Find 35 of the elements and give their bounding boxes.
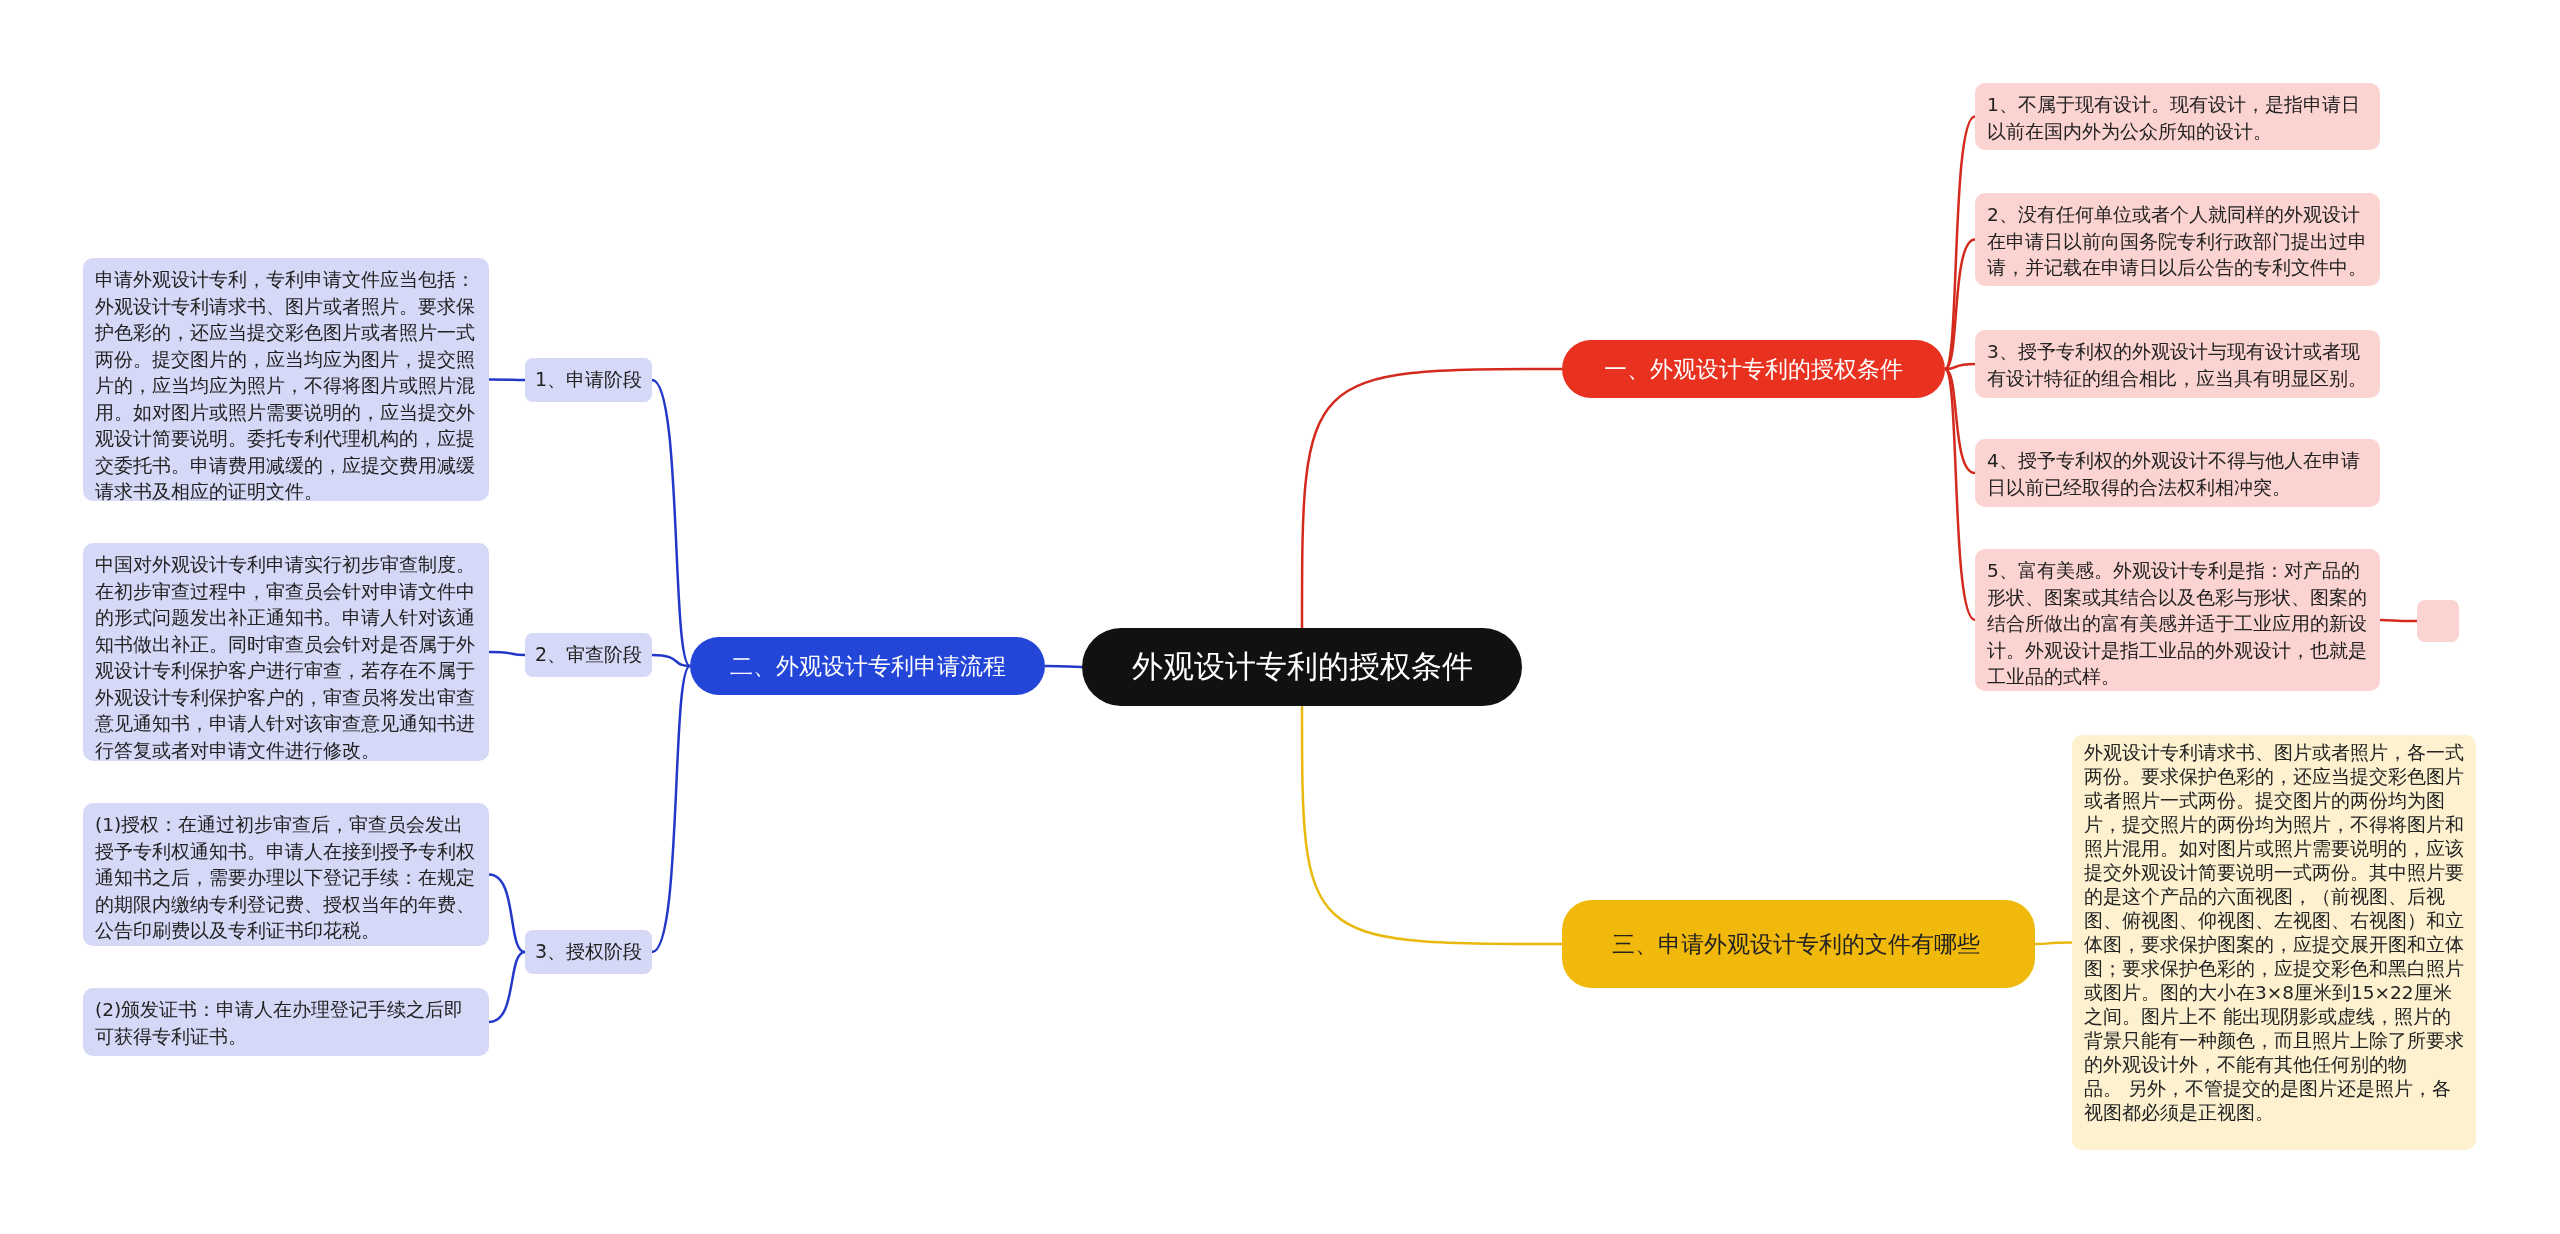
connector-line [2035,941,2072,946]
connector-line [2380,618,2417,623]
connector-line [1300,367,1562,628]
note-box: 4、授予专利权的外观设计不得与他人在申请日以前已经取得的合法权利相冲突。 [1975,439,2380,507]
connector-line [1943,368,1976,621]
empty-box [2417,600,2459,642]
note-box: 2、没有任何单位或者个人就同样的外观设计在申请日以前向国务院专利行政部门提出过申请，并记载在申请日以后公告的专利文件中。 [1975,193,2380,286]
connector-line [489,378,525,382]
note-box: 中国对外观设计专利申请实行初步审查制度。在初步审查过程中，审查员会针对申请文件中的形式问题发出补正通知书。申请人针对该通知书做出补正。同时审查员会针对是否属于外观设计专利保护客户进行审查，若存在不属于外观设计专利保护客户的，审查员将发出审查意见通知书，申请人针对该审查意见通知书进行答复或者对申请文件进行修改。 [83,543,489,761]
note-box: 申请外观设计专利，专利申请文件应当包括：外观设计专利请求书、图片或者照片。要求保护色彩的，还应当提交彩色图片或者照片一式两份。提交图片的，应当均应为图片，提交照片的，应当均应为照片，不得将图片或照片混用。如对图片或照片需要说明的，应当提交外观设计简要说明。委托专利代理机构的，应提交委托书。申请费用减缓的，应提交费用减缓请求书及相应的证明文件。 [83,258,489,501]
topic-box: 三、申请外观设计专利的文件有哪些 [1562,900,2035,988]
connector-line [651,665,691,953]
subtopic-box: 2、审查阶段 [525,633,652,677]
connector-line [651,653,691,668]
connector-line [489,650,525,657]
connector-line [651,379,691,667]
connector-line [1943,115,1976,370]
connector-line [1944,362,1976,371]
connector-line [1944,367,1976,475]
subtopic-box: 1、申请阶段 [525,358,652,402]
connector-line [488,873,526,954]
note-box: 1、不属于现有设计。现有设计，是指申请日以前在国内外为公众所知的设计。 [1975,83,2380,150]
note-box: 5、富有美感。外观设计专利是指：对产品的形状、图案或其结合以及色彩与形状、图案的结合所做出的富有美感并适于工业应用的新设计。外观设计是指工业品的外观设计，也就是工业品的式样。 [1975,549,2380,691]
note-box: (2)颁发证书：申请人在办理登记手续之后即可获得专利证书。 [83,988,489,1056]
connector-line [1045,664,1082,669]
connector-line [1300,706,1562,946]
connector-line [488,950,526,1024]
central-topic: 外观设计专利的授权条件 [1082,628,1522,706]
subtopic-box: 3、授权阶段 [525,930,652,974]
topic-box: 一、外观设计专利的授权条件 [1562,340,1945,398]
connector-line [1944,238,1976,370]
note-box: 外观设计专利请求书、图片或者照片，各一式两份。要求保护色彩的，还应当提交彩色图片或者照片一式两份。提交图片的两份均为图片，提交照片的两份均为照片，不得将图片和照片混用。如对图片或照片需要说明的，应该提交外观设计简要说明一式两份。其中照片要的是这个产品的六面视图，（前视图、后视图、俯视图、仰视图、左视图、右视图）和立体图，要求保护图案的，应提交展开图和立体图；要求保护色彩的，应提交彩色和黑白照片或图片。图的大小在3×8厘米到15×22厘米之间。图片上不 能出现阴影或虚线，照片的背景只能有一种颜色，而且照片上除了所要求的外观设计外，不能有其他任何别的物品。 另外，不管提交的是图片还是照片，各视图都必须是正视图。 [2072,735,2476,1150]
note-box: (1)授权：在通过初步审查后，审查员会发出授予专利权通知书。申请人在接到授予专利权通知书之后，需要办理以下登记手续：在规定的期限内缴纳专利登记费、授权当年的年费、公告印刷费以及专利证书印花税。 [83,803,489,946]
topic-box: 二、外观设计专利申请流程 [690,637,1045,695]
note-box: 3、授予专利权的外观设计与现有设计或者现有设计特征的组合相比，应当具有明显区别。 [1975,330,2380,398]
